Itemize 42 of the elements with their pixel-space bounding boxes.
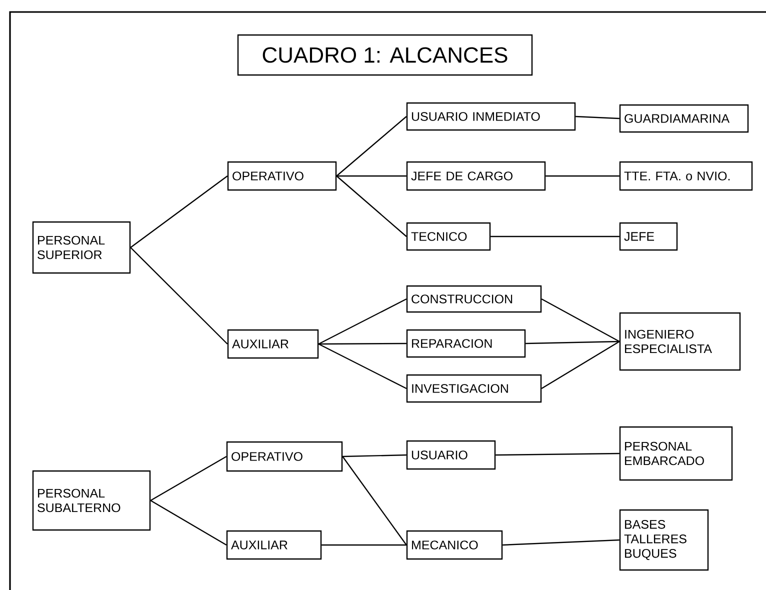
connector-line [318, 343, 407, 390]
connector-line [150, 500, 227, 546]
connector-line [496, 452, 620, 456]
box: AUXILIAR [226, 530, 322, 560]
box: CONSTRUCCION [406, 285, 542, 313]
box: USUARIO INMEDIATO [406, 102, 576, 131]
connector-line [322, 544, 406, 546]
box: PERSONAL SUBALTERNO [32, 470, 151, 531]
connector-line [342, 454, 406, 458]
box: PERSONAL SUPERIOR [32, 221, 131, 274]
box: OPERATIVO [226, 441, 343, 472]
connector-line [342, 456, 407, 546]
connector-line [336, 176, 407, 237]
connector-line [576, 116, 620, 120]
connector-line [541, 298, 620, 342]
box: BASES TALLERES BUQUES [619, 509, 709, 571]
box: GUARDIAMARINA [619, 104, 749, 133]
connector-line [336, 175, 406, 177]
box: OPERATIVO [227, 161, 337, 191]
box: JEFE DE CARGO [406, 161, 546, 191]
connector-line [318, 298, 407, 345]
box: INGENIERO ESPECIALISTA [619, 312, 741, 371]
box: TTE. FTA. o NVIO. [619, 161, 753, 191]
box: AUXILIAR [227, 329, 319, 359]
box: PERSONAL EMBARCADO [619, 426, 733, 481]
connector-line [541, 341, 620, 390]
box: TECNICO [406, 222, 491, 251]
connector-line [318, 342, 406, 345]
connector-line [150, 456, 227, 502]
box: REPARACION [406, 329, 526, 358]
connector-line [490, 236, 620, 238]
box: JEFE [619, 222, 678, 251]
connector-line [526, 340, 620, 344]
connector-line [336, 116, 407, 176]
title-box: CUADRO 1: ALCANCES [237, 34, 533, 76]
connector-line [546, 175, 620, 177]
box: MECANICO [406, 530, 503, 560]
connector-line [502, 539, 620, 546]
connector-line [130, 176, 228, 248]
box: USUARIO [406, 440, 496, 470]
connector-line [130, 247, 228, 344]
box: INVESTIGACION [406, 374, 542, 403]
